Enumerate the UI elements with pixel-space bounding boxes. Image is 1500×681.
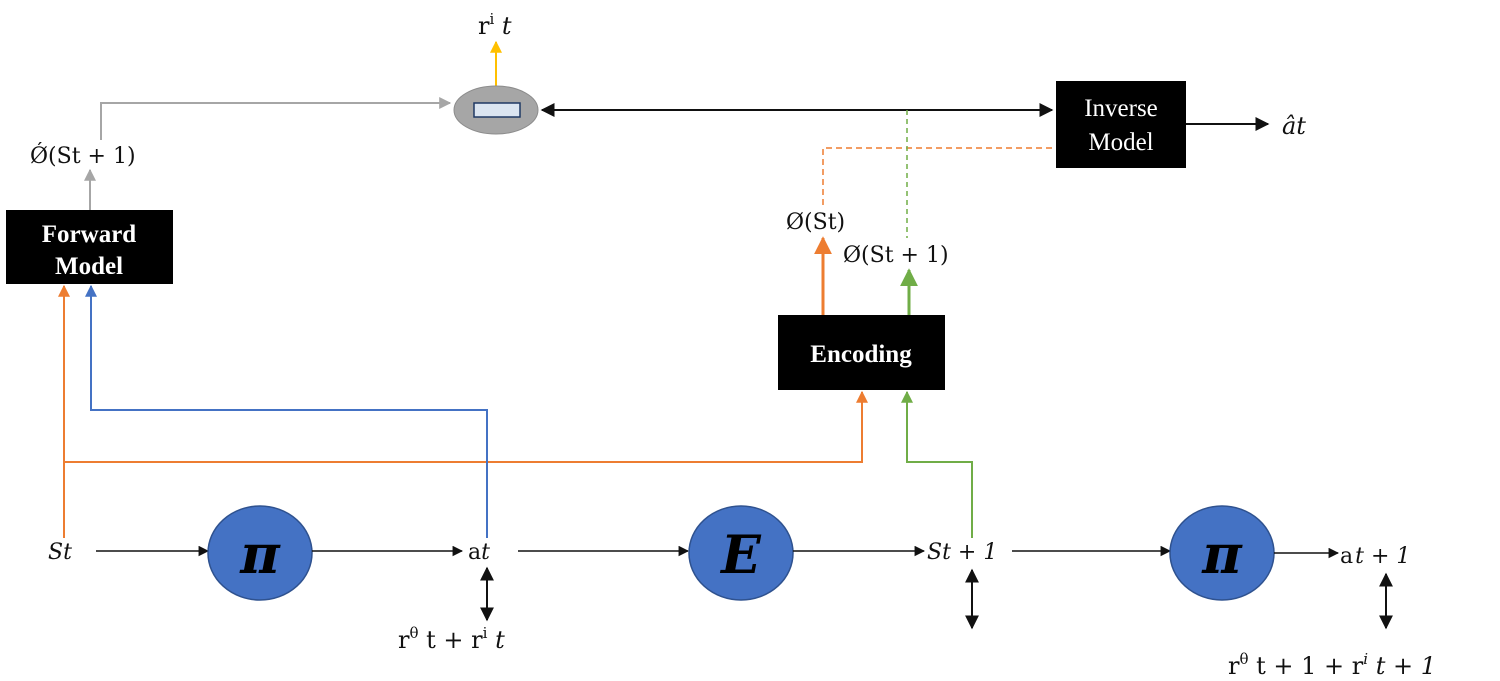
intrinsic-reward-label: ri t (478, 10, 512, 40)
policy-node-1: π (207, 505, 313, 601)
encoding-label: Encoding (810, 341, 912, 368)
forward-model-label-1: Forward (42, 221, 137, 248)
next-action-reward-label: rθ t + 1 + ri t + 1 (1228, 650, 1436, 680)
inverse-model-box: Inverse Model (1056, 81, 1186, 168)
policy-symbol-2: π (1201, 522, 1243, 586)
action-label: at (468, 540, 490, 565)
action-to-forward-arrow (85, 284, 488, 538)
inverse-model-label-2: Model (1088, 129, 1153, 156)
predicted-state-arrow (100, 97, 452, 140)
environment-node: E (688, 505, 794, 601)
action-reward-label: rθ t + ri t (398, 624, 505, 654)
forward-model-label-2: Model (55, 253, 123, 280)
policy-node-2: π (1169, 505, 1275, 601)
state-label: St (48, 540, 72, 565)
next-state-label: St + 1 (927, 540, 997, 565)
environment-symbol: E (719, 525, 762, 586)
feature-st1-label: Ø(St + 1) (843, 243, 949, 268)
encoding-box: Encoding (778, 315, 945, 390)
predicted-action-label: ât (1282, 112, 1306, 140)
feature-st-label: Ø(St) (786, 210, 845, 235)
inverse-model-label-1: Inverse (1084, 95, 1158, 122)
comparator-slot (473, 102, 521, 118)
next-state-to-encoding-arrow (901, 390, 973, 538)
next-action-label: at + 1 (1340, 544, 1410, 569)
forward-model-box: Forward Model (6, 210, 173, 284)
state-to-encoding-arrow (64, 390, 868, 463)
feature-st-dashed-link (822, 147, 1052, 205)
policy-symbol-1: π (239, 522, 281, 586)
predicted-next-feature-label: Ǿ(St + 1) (30, 142, 136, 169)
